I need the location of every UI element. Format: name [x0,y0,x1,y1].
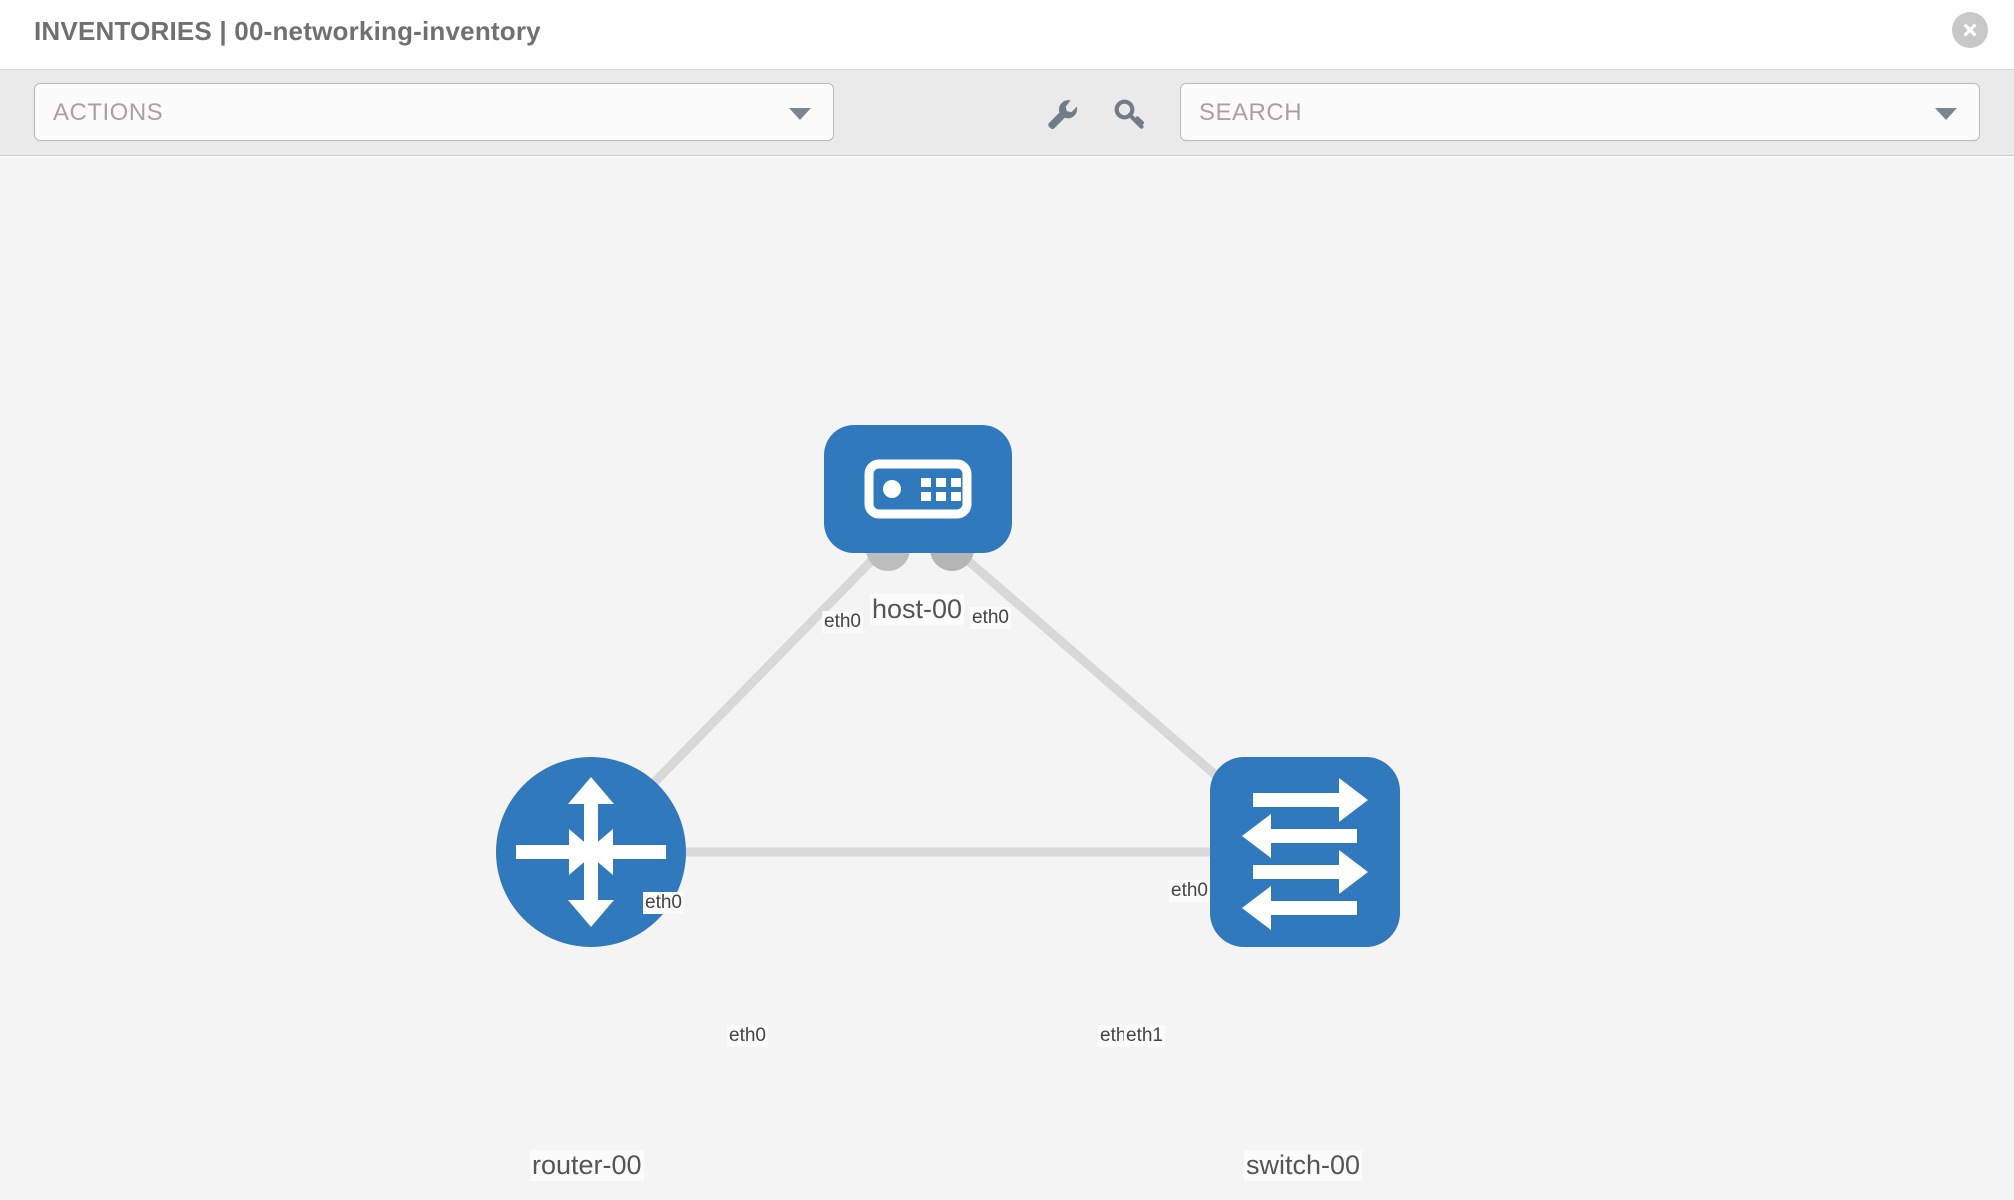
iface-label-switch-eth-overlap: eth [1098,1025,1129,1047]
page-title: INVENTORIES | 00-networking-inventory [34,16,541,46]
link-host-switch [955,548,1253,809]
topology-canvas[interactable]: host-00 router-00 switch-00 eth0 eth0 et… [0,157,2014,1200]
search-placeholder: SEARCH [1199,99,1303,126]
topology-interface-caps [630,527,1262,874]
iface-label-router-eth0-up: eth0 [643,892,684,914]
iface-label-router-eth0-east: eth0 [727,1025,768,1047]
node-switch-00 [1210,757,1400,947]
iface-label-switch-eth0-up: eth0 [1169,880,1210,902]
iface-label-host-eth0-right: eth0 [970,607,1011,629]
swap-arrows-icon [1242,778,1368,930]
node-label-router-00: router-00 [530,1150,644,1181]
iface-label-host-eth0-left: eth0 [822,611,863,633]
node-label-host-00: host-00 [870,594,965,625]
node-host-00 [824,425,1012,553]
chevron-down-icon [789,108,811,120]
topology-links [636,548,1253,857]
close-icon[interactable] [1952,12,1988,48]
search-input[interactable]: SEARCH [1180,83,1980,141]
server-icon [864,459,972,519]
key-icon[interactable] [1110,94,1150,134]
node-router-00 [496,757,686,947]
chevron-down-icon[interactable] [1935,108,1957,120]
actions-dropdown[interactable]: ACTIONS [34,83,834,141]
iface-label-switch-eth1: eth1 [1124,1025,1165,1047]
actions-dropdown-label: ACTIONS [53,99,164,126]
wrench-icon[interactable] [1042,94,1082,134]
node-label-switch-00: switch-00 [1244,1150,1363,1181]
toolbar: ACTIONS SEARCH [0,70,2014,156]
page-header: INVENTORIES | 00-networking-inventory [0,0,2014,70]
topology-graph [496,425,1400,947]
four-arrows-icon [516,777,666,927]
link-host-router [636,548,884,801]
